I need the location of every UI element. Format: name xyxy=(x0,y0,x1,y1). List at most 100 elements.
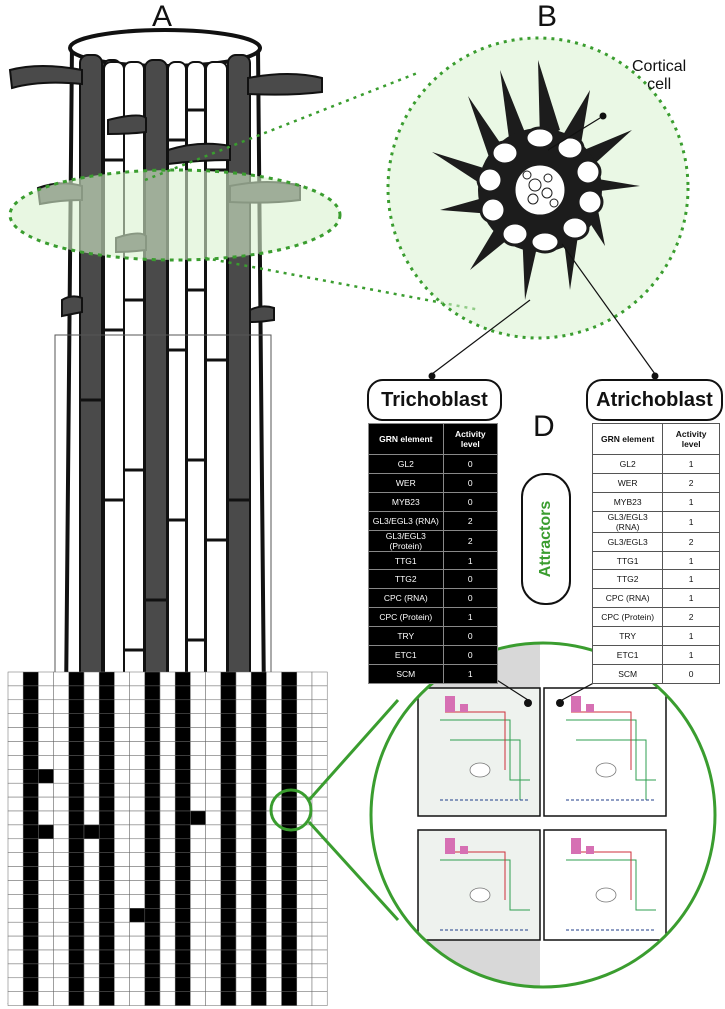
grid-cell-nonhair xyxy=(7,671,24,687)
grid-cell-nonhair xyxy=(38,991,54,1006)
grid-cell-hair xyxy=(83,824,100,840)
grid-cell-hair xyxy=(174,824,191,840)
grid-cell-hair xyxy=(68,699,85,714)
grid-cell-nonhair xyxy=(205,755,222,770)
grid-cell-hair xyxy=(98,685,115,701)
grid-cell-nonhair xyxy=(114,880,130,895)
grid-cell-nonhair xyxy=(83,908,100,923)
table-header-activity: Activity level xyxy=(442,423,499,455)
grid-cell-nonhair xyxy=(311,963,328,979)
grid-cell-hair xyxy=(144,755,161,770)
grid-cell-nonhair xyxy=(296,727,313,742)
grid-cell-hair xyxy=(250,921,267,937)
grid-cell-hair xyxy=(220,852,237,867)
grid-cell-nonhair xyxy=(83,894,100,909)
grid-cell-hair xyxy=(98,699,115,714)
grid-cell-nonhair xyxy=(129,880,146,895)
grid-cell-nonhair xyxy=(129,824,146,840)
grid-cell-hair xyxy=(281,755,298,770)
grid-cell-hair xyxy=(68,908,85,923)
grid-cell-nonhair xyxy=(114,685,130,701)
cell-activity: 0 xyxy=(442,491,499,512)
grid-cell-hair xyxy=(22,782,39,798)
cell-activity: 1 xyxy=(662,454,720,474)
grid-cell-nonhair xyxy=(311,852,328,867)
grid-cell-hair xyxy=(22,713,39,728)
grid-cell-nonhair xyxy=(83,741,100,756)
cell-activity: 0 xyxy=(442,454,499,474)
grid-cell-hair xyxy=(250,671,267,687)
grid-cell-nonhair xyxy=(53,852,70,867)
grid-cell-nonhair xyxy=(38,880,54,895)
grid-cell-nonhair xyxy=(235,796,252,812)
grid-cell-hair xyxy=(250,908,267,923)
grid-cell-nonhair xyxy=(205,685,222,701)
grid-cell-hair xyxy=(68,685,85,701)
table-row: CPC (Protein)1 xyxy=(368,607,499,628)
grid-cell-nonhair xyxy=(83,935,100,951)
grid-cell-nonhair xyxy=(205,713,222,728)
cell-activity: 1 xyxy=(662,588,720,609)
grid-cell-hair xyxy=(98,908,115,923)
grid-cell-nonhair xyxy=(114,977,130,992)
grid-cell-nonhair xyxy=(311,755,328,770)
grid-cell-nonhair xyxy=(114,949,130,965)
grid-cell-hair xyxy=(144,713,161,728)
grid-cell-nonhair xyxy=(38,810,54,826)
grid-cell-hair xyxy=(281,908,298,923)
grid-cell-nonhair xyxy=(159,796,176,812)
grid-cell-nonhair xyxy=(296,921,313,937)
grid-cell-hair xyxy=(281,685,298,701)
grid-cell-hair xyxy=(220,880,237,895)
grid-cell-hair xyxy=(220,949,237,965)
grid-cell-hair xyxy=(98,838,115,853)
grid-cell-nonhair xyxy=(205,963,222,979)
grid-cell-nonhair xyxy=(235,852,252,867)
grid-cell-hair xyxy=(144,741,161,756)
grid-cell-hair xyxy=(68,935,85,951)
grid-cell-hair xyxy=(68,977,85,992)
grid-cell-hair xyxy=(174,671,191,687)
cell-activity: 1 xyxy=(662,510,720,533)
grid-cell-nonhair xyxy=(38,782,54,798)
grid-cell-nonhair xyxy=(129,685,146,701)
zoom-source-circle xyxy=(269,788,313,832)
grid-cell-nonhair xyxy=(311,977,328,992)
grid-cell-nonhair xyxy=(114,838,130,853)
grid-cell-nonhair xyxy=(7,824,24,840)
grid-cell-nonhair xyxy=(296,755,313,770)
grid-cell-nonhair xyxy=(159,699,176,714)
grid-cell-hair xyxy=(220,866,237,881)
grid-cell-nonhair xyxy=(296,685,313,701)
grid-cell-nonhair xyxy=(235,810,252,826)
grid-cell-nonhair xyxy=(114,699,130,714)
grid-cell-nonhair xyxy=(129,921,146,937)
grid-cell-nonhair xyxy=(296,949,313,965)
atrichoblast-title: Atrichoblast xyxy=(586,379,723,421)
grid-cell-hair xyxy=(144,880,161,895)
grid-cell-hair xyxy=(68,782,85,798)
grid-cell-nonhair xyxy=(205,838,222,853)
grid-cell-nonhair xyxy=(83,782,100,798)
grid-cell-nonhair xyxy=(190,699,206,714)
table-row: CPC (RNA)1 xyxy=(591,588,720,609)
grid-cell-nonhair xyxy=(53,963,70,979)
grid-cell-nonhair xyxy=(205,949,222,965)
grid-cell-hair xyxy=(250,991,267,1006)
cell-element: CPC (RNA) xyxy=(591,588,664,609)
cell-element: GL3/EGL3 (RNA) xyxy=(368,510,444,531)
grid-cell-nonhair xyxy=(311,796,328,812)
grid-cell-hair xyxy=(250,755,267,770)
grid-cell-hair xyxy=(22,671,39,687)
grid-cell-nonhair xyxy=(311,935,328,951)
grid-cell-hair xyxy=(98,977,115,992)
grid-cell-hair xyxy=(68,810,85,826)
grid-cell-nonhair xyxy=(190,894,206,909)
grid-cell-nonhair xyxy=(311,908,328,923)
grid-cell-hair xyxy=(22,991,39,1006)
grid-cell-nonhair xyxy=(38,838,54,853)
